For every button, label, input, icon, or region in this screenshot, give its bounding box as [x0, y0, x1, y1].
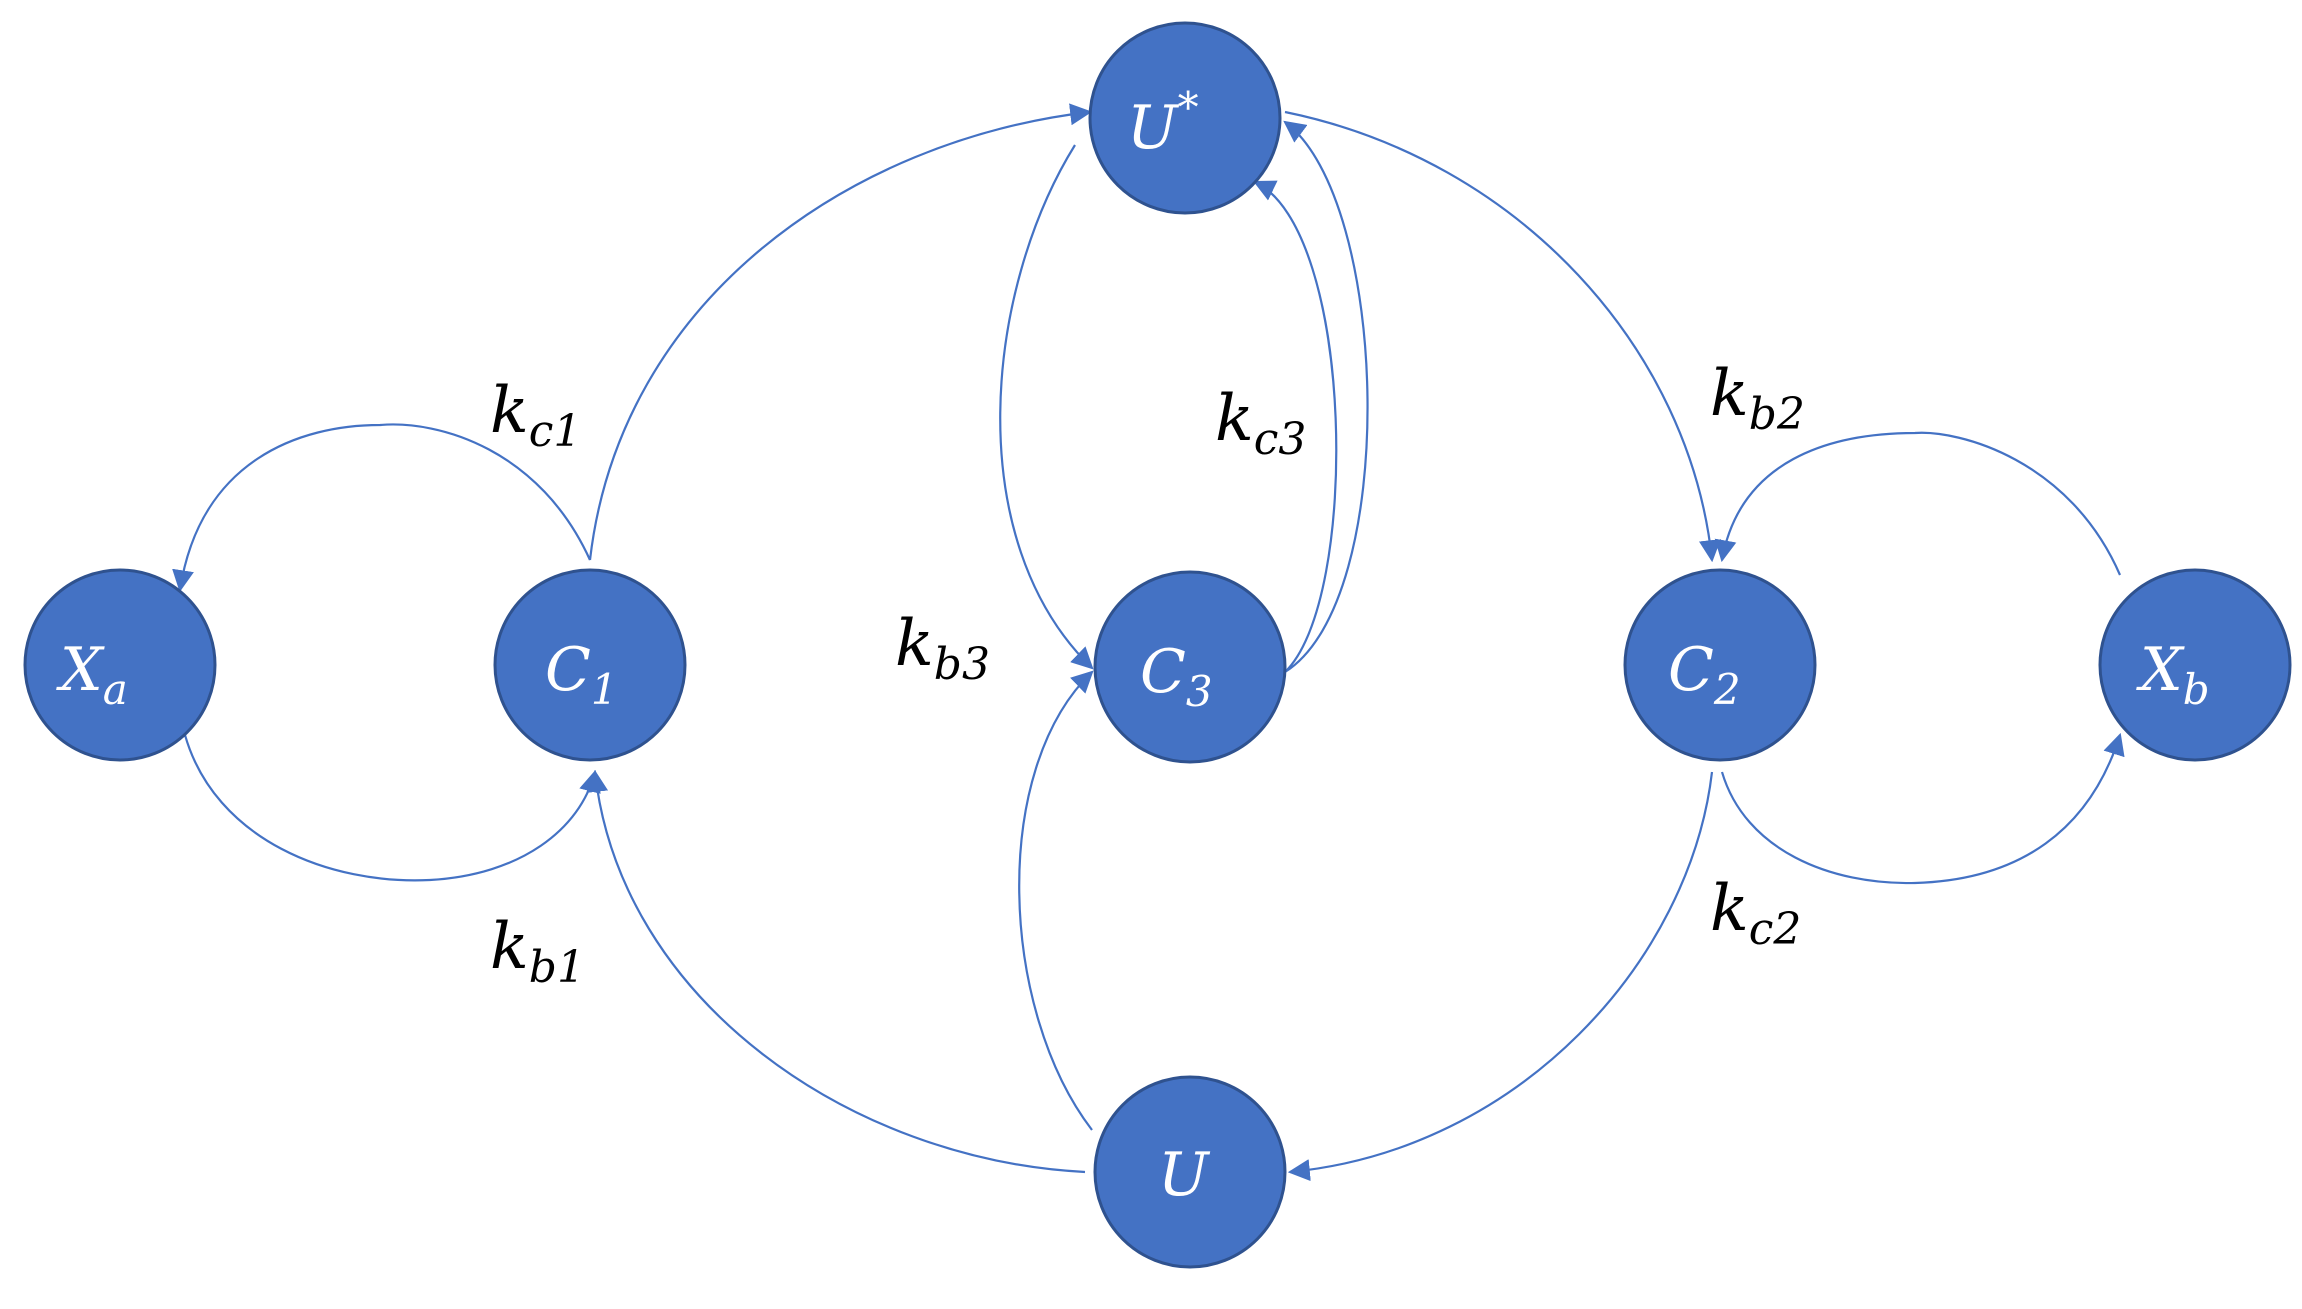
edge-c1-to-xa: [172, 423, 592, 593]
edge-c3-to-ustar-inner: [1253, 180, 1338, 673]
edge-c2-to-u: [1287, 771, 1714, 1182]
node-xa-label: Xa: [56, 635, 128, 714]
node-xb-label: Xb: [2136, 635, 2210, 714]
edge-xb-to-c2: [1714, 431, 2122, 576]
node-ustar-circle: [1088, 21, 1282, 215]
edge-xa-to-c1: [183, 734, 601, 882]
rate-label-kc3: kc3: [1215, 382, 1306, 465]
rate-label-kc2: kc2: [1710, 872, 1801, 955]
node-c2-label: C2: [1668, 635, 1741, 714]
edge-ustar-to-c3: [999, 144, 1094, 670]
node-u-circle: [1093, 1075, 1287, 1269]
node-c2: C2: [1623, 568, 1817, 762]
rate-label-kb2: kb2: [1710, 357, 1805, 440]
rate-label-kc1: kc1: [490, 374, 581, 457]
node-c2-circle: [1623, 568, 1817, 762]
node-c1-label: C1: [545, 635, 618, 714]
edge-c3-to-ustar-outer: [1283, 120, 1369, 673]
node-u-label: U: [1158, 1140, 1211, 1210]
node-xb: Xb: [2098, 568, 2292, 762]
node-xa: Xa: [23, 568, 217, 762]
node-c3: C3: [1093, 570, 1287, 764]
node-xa-circle: [23, 568, 217, 762]
edge-c2-to-xb: [1720, 732, 2125, 885]
edges: [172, 103, 2125, 1182]
node-c1-circle: [493, 568, 687, 762]
node-ustar: U*: [1088, 21, 1282, 215]
node-c3-circle: [1093, 570, 1287, 764]
node-ustar-label: U*: [1127, 83, 1199, 163]
node-xb-circle: [2098, 568, 2292, 762]
edge-c1-to-ustar: [588, 103, 1093, 561]
rate-label-kb3: kb3: [895, 607, 990, 690]
node-c3-label: C3: [1140, 637, 1213, 716]
edge-u-to-c3: [1018, 670, 1094, 1131]
edge-u-to-c1: [586, 769, 1086, 1174]
node-u: U: [1093, 1075, 1287, 1269]
edge-ustar-to-c2: [1284, 110, 1721, 563]
rate-label-kb1: kb1: [490, 910, 585, 993]
node-c1: C1: [493, 568, 687, 762]
